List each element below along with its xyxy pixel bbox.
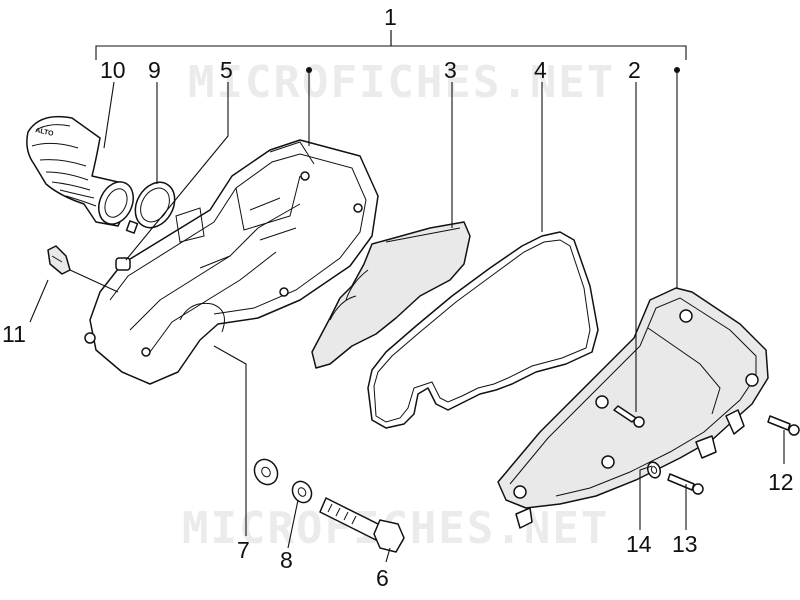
air-box-housing: [84, 139, 379, 385]
intake-hose: ALTO: [26, 115, 134, 227]
washer-8: [291, 480, 313, 504]
screw-2: [613, 405, 645, 428]
gasket: [367, 231, 599, 429]
screw-13: [667, 473, 704, 495]
intake-hose-label: ALTO: [35, 127, 55, 138]
callout-1: 1: [384, 4, 397, 30]
callout-6: 6: [376, 565, 389, 591]
screw-12: [767, 415, 800, 436]
callout-12: 12: [768, 469, 794, 495]
callout-2: 2: [628, 57, 641, 83]
air-box-cover: [497, 287, 769, 529]
bolt-6: [319, 497, 405, 553]
callouts: 1 10 9 5 3 4 2 11 7 8 6 14 13 12: [2, 4, 794, 591]
callout-3: 3: [444, 57, 457, 83]
callout-10: 10: [100, 57, 126, 83]
callout-14: 14: [626, 531, 652, 557]
callout-4: 4: [534, 57, 547, 83]
callout-11: 11: [2, 321, 26, 347]
callout-9: 9: [148, 57, 161, 83]
clip: [47, 245, 71, 275]
filter-element: [311, 221, 471, 369]
washer-7: [253, 458, 279, 486]
callout-5: 5: [220, 57, 233, 83]
watermark-top: MICROFICHES.NET: [188, 57, 615, 108]
callout-8: 8: [280, 547, 293, 573]
leader-lines: [29, 30, 785, 563]
callout-13: 13: [672, 531, 698, 557]
callout-7: 7: [237, 537, 250, 563]
